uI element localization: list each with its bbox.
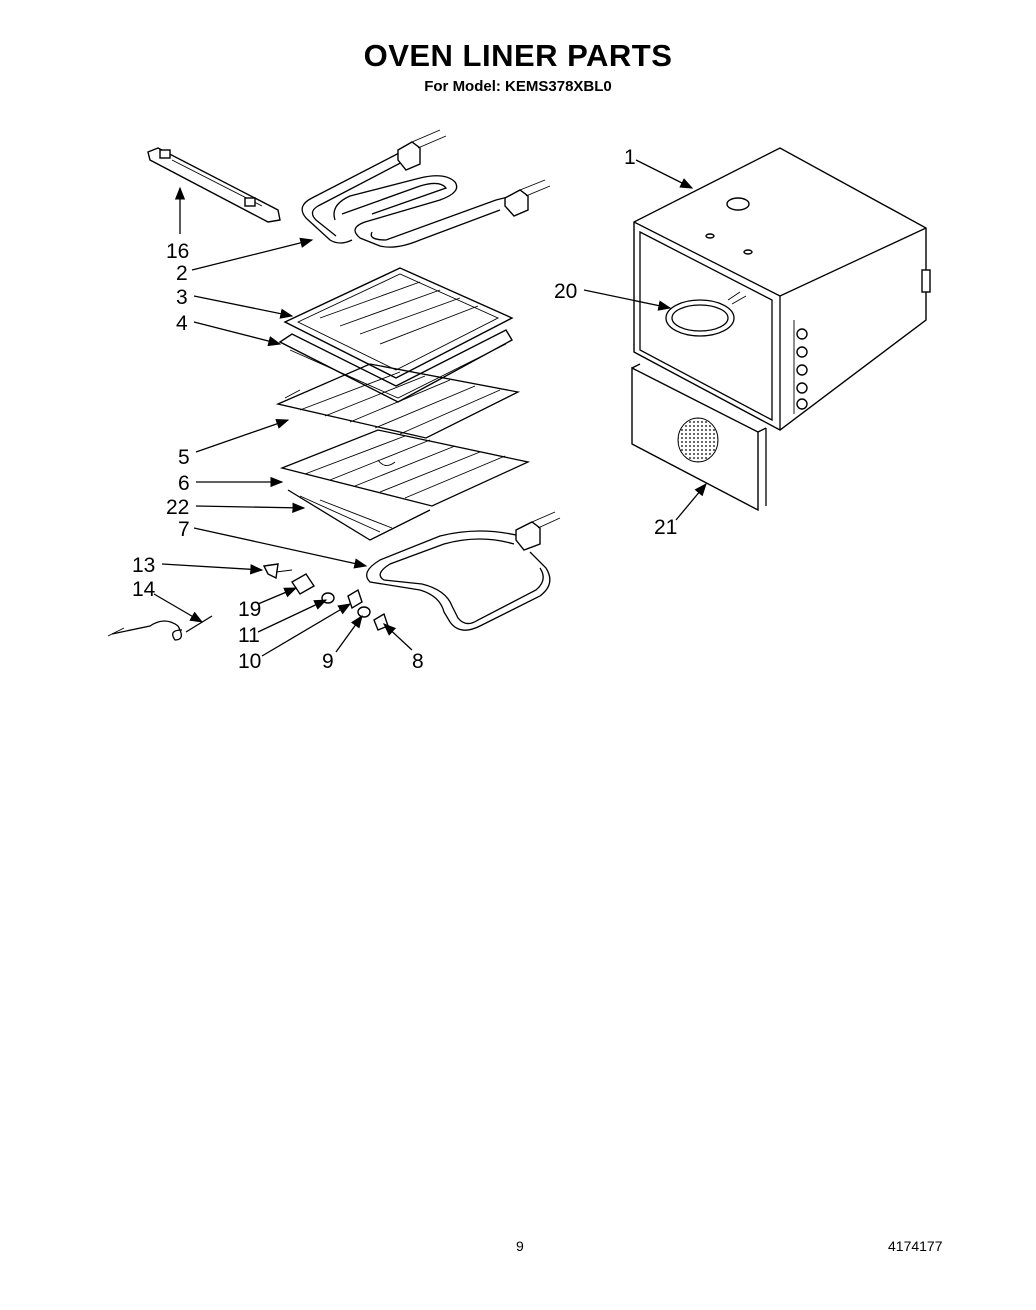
part-13-clip <box>262 563 293 580</box>
part-21-baffle <box>631 363 767 512</box>
part-3-broil-pan-insert <box>283 267 514 379</box>
callout-22: 22 <box>166 496 189 519</box>
callout-2: 2 <box>176 262 188 285</box>
part-20-convection-element <box>665 291 747 337</box>
callout-3: 3 <box>176 286 188 309</box>
part-14-sensor <box>107 615 213 641</box>
callout-6: 6 <box>178 472 190 495</box>
callout-13: 13 <box>132 554 155 577</box>
callout-5: 5 <box>178 446 190 469</box>
document-number: 4174177 <box>888 1238 943 1254</box>
callout-20: 20 <box>554 280 577 303</box>
callout-16: 16 <box>166 240 189 263</box>
callout-labels: 1 16 2 3 4 20 5 6 22 7 21 13 14 19 11 10… <box>132 146 677 673</box>
callout-8: 8 <box>412 650 424 673</box>
part-10 <box>347 588 363 610</box>
callout-7: 7 <box>178 518 190 541</box>
part-8 <box>373 612 389 631</box>
callout-21: 21 <box>654 516 677 539</box>
model-subtitle: For Model: KEMS378XBL0 <box>424 78 612 95</box>
callout-9: 9 <box>322 650 334 673</box>
callout-19: 19 <box>238 598 261 621</box>
part-2-broil-element <box>301 129 551 248</box>
part-5-oven-rack <box>275 363 521 439</box>
part-22-rack-support <box>287 489 431 541</box>
part-9 <box>357 606 371 618</box>
callout-10: 10 <box>238 650 261 673</box>
callout-14: 14 <box>132 578 156 601</box>
part-7-bake-element <box>366 511 561 631</box>
callout-11: 11 <box>238 624 260 647</box>
callout-4: 4 <box>176 312 188 335</box>
leader-lines <box>153 159 707 657</box>
part-6-oven-rack <box>279 429 531 507</box>
callout-1: 1 <box>624 146 636 169</box>
part-1-oven-liner <box>633 147 931 431</box>
page-title: OVEN LINER PARTS <box>363 38 673 73</box>
page-number: 9 <box>516 1238 524 1254</box>
part-19 <box>291 573 315 595</box>
part-16-bracket <box>147 147 281 223</box>
